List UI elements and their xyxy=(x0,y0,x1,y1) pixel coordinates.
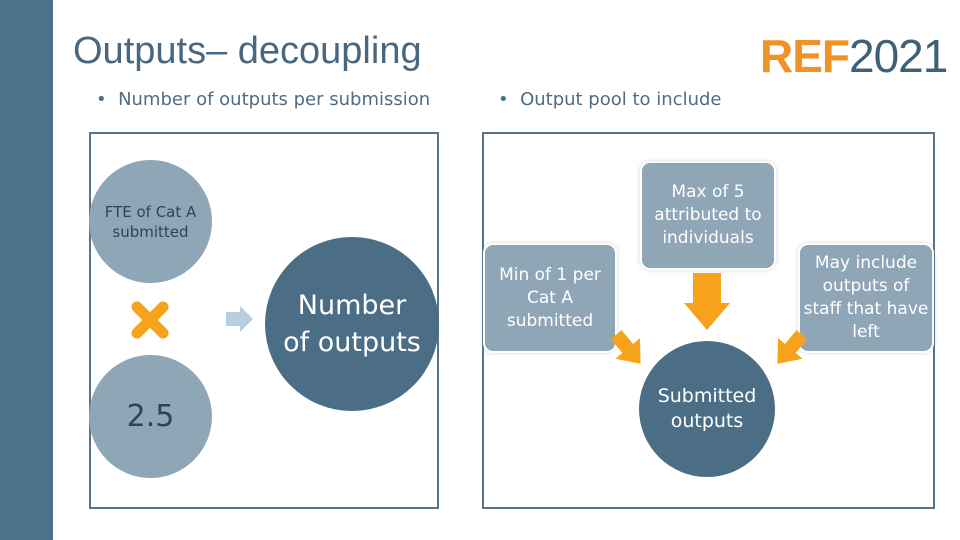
ref-2021-logo: REF2021 xyxy=(760,30,948,82)
multiplier-value: 2.5 xyxy=(126,399,175,434)
number-of-outputs-circle: Number of outputs xyxy=(265,237,439,411)
min-per-cat-a-box: Min of 1 per Cat A submitted xyxy=(485,245,615,351)
logo-ref-text: REF xyxy=(760,30,850,82)
multiplier-circle: 2.5 xyxy=(89,355,212,478)
multiply-icon xyxy=(131,301,169,339)
submitted-outputs-label: Submitted outputs xyxy=(657,385,757,432)
bullet-output-pool: • Output pool to include xyxy=(498,89,722,110)
fte-circle: FTE of Cat A submitted xyxy=(89,160,212,283)
submitted-outputs-circle: Submitted outputs xyxy=(639,341,775,477)
logo-year-text: 2021 xyxy=(849,30,948,82)
side-bar xyxy=(0,0,53,540)
slide-title: Outputs– decoupling xyxy=(73,30,422,72)
number-of-outputs-label: Number of outputs xyxy=(283,290,421,358)
max-attributed-box: Max of 5 attributed to individuals xyxy=(642,163,774,268)
bullet-text: Number of outputs per submission xyxy=(118,89,431,110)
bullet-dot: • xyxy=(96,89,119,110)
staff-left-box: May include outputs of staff that have l… xyxy=(800,245,932,351)
staff-left-label: May include outputs of staff that have l… xyxy=(803,253,929,342)
right-arrow-icon xyxy=(226,306,253,332)
bullet-text: Output pool to include xyxy=(520,89,722,110)
bullet-outputs-per-submission: • Number of outputs per submission xyxy=(96,89,430,110)
bullet-dot: • xyxy=(498,89,521,110)
diagonal-arrow-left-icon xyxy=(610,330,641,364)
min-per-cat-a-label: Min of 1 per Cat A submitted xyxy=(499,264,601,331)
down-arrow-icon xyxy=(684,273,730,330)
max-attributed-label: Max of 5 attributed to individuals xyxy=(654,182,762,248)
fte-label: FTE of Cat A submitted xyxy=(104,202,197,241)
diagonal-arrow-right-icon xyxy=(777,330,808,364)
